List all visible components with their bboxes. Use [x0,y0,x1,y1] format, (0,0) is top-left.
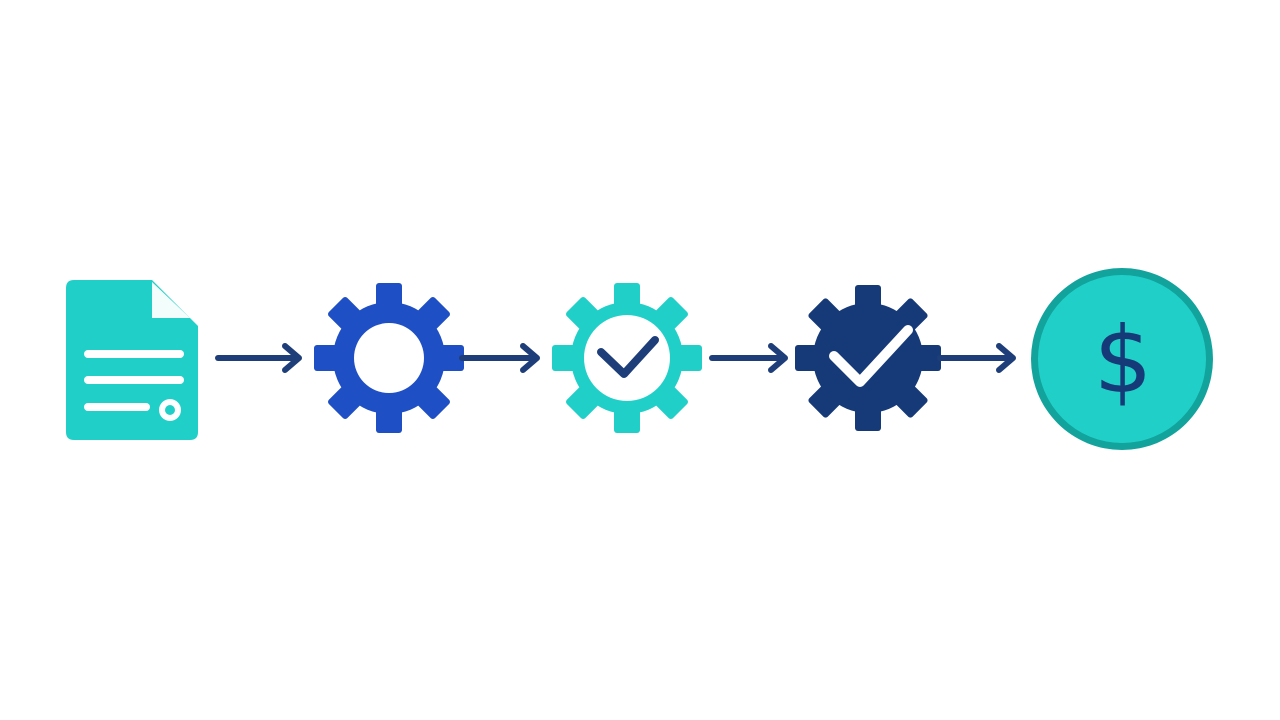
document-icon [66,280,198,440]
dollar-coin-icon: $ [1031,268,1213,450]
arrow-connector [937,343,1016,373]
check-icon [597,336,659,378]
arrow-connector [459,343,540,373]
check-icon [829,325,913,387]
arrow-connector [215,343,302,373]
gear-check-icon [795,285,941,431]
gear-icon [314,283,464,433]
arrow-connector [709,343,788,373]
gear-check-icon [552,283,702,433]
dollar-symbol: $ [1094,307,1153,414]
